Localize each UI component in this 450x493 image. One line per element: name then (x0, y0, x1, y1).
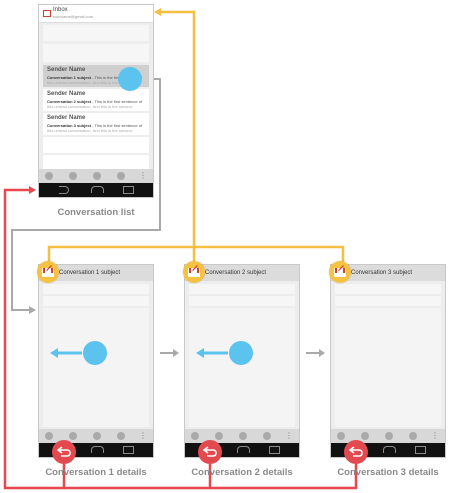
conversation-1-caption: Conversation 1 details (45, 467, 147, 478)
list-strip (43, 25, 149, 41)
overflow-menu-icon[interactable]: ⋮ (139, 171, 147, 180)
action-icon[interactable] (263, 432, 271, 440)
action-icon[interactable] (117, 172, 125, 180)
conversation-subject: Conversation 2 subject - This is the fir… (47, 99, 143, 104)
up-arrow-head (154, 8, 161, 16)
bottom-action-bar: ⋮ (331, 429, 445, 443)
back-icon[interactable] (344, 440, 368, 464)
bottom-action-bar: ⋮ (185, 429, 299, 443)
action-icon[interactable] (93, 172, 101, 180)
conversation-title-bar: Conversation 3 subject (331, 265, 445, 281)
touch-indicator (229, 341, 253, 365)
message-body (43, 308, 149, 427)
overflow-menu-icon[interactable]: ⋮ (285, 431, 293, 440)
recent-apps-icon[interactable] (123, 446, 134, 454)
conversation-preview: this unread conversation. And this is th… (47, 80, 133, 85)
conversation-preview: this unread conversation. And this is th… (47, 104, 133, 109)
action-icon[interactable] (69, 432, 77, 440)
back-icon[interactable] (59, 186, 69, 194)
recent-apps-icon[interactable] (269, 446, 280, 454)
action-icon[interactable] (191, 432, 199, 440)
action-icon[interactable] (45, 172, 53, 180)
home-icon[interactable] (91, 446, 104, 453)
gmail-up-icon[interactable] (37, 261, 59, 283)
up-navigation-line-main (158, 10, 196, 247)
recent-apps-icon[interactable] (415, 446, 426, 454)
overflow-menu-icon[interactable]: ⋮ (431, 431, 439, 440)
inbox-title: Inbox (53, 7, 68, 13)
message-header (335, 296, 441, 306)
open-conversation-arrow-head (29, 306, 36, 314)
back-icon[interactable] (198, 440, 222, 464)
list-strip (43, 44, 149, 62)
conversation-title: Conversation 1 subject (59, 270, 121, 276)
bottom-action-bar: ⋮ (39, 169, 153, 183)
message-header (335, 284, 441, 294)
action-icon[interactable] (215, 432, 223, 440)
sender-name: Sender Name (47, 115, 86, 121)
gmail-icon[interactable] (43, 10, 51, 17)
swipe-arrow-1-2-head (173, 349, 179, 357)
back-navigation-line (3, 188, 66, 490)
swipe-arrow-2-3-head (319, 349, 325, 357)
action-icon[interactable] (337, 432, 345, 440)
message-header (43, 284, 149, 294)
bottom-action-bar: ⋮ (39, 429, 153, 443)
message-header (189, 284, 295, 294)
conversation-title: Conversation 3 subject (351, 270, 413, 276)
list-item-empty (43, 137, 149, 153)
inbox-account: username@gmail.com (53, 14, 94, 19)
touch-indicator (83, 341, 107, 365)
back-icon[interactable] (52, 440, 76, 464)
conversation-list-caption: Conversation list (57, 207, 135, 218)
message-body (189, 308, 295, 427)
conversation-preview: this unread conversation. And this is th… (47, 128, 133, 133)
conversation-title-bar: Conversation 2 subject (185, 265, 299, 281)
action-icon[interactable] (93, 432, 101, 440)
conversation-subject: Conversation 3 subject - This is the fir… (47, 123, 143, 128)
back-arrow-head (29, 186, 36, 194)
action-icon[interactable] (409, 432, 417, 440)
conversation-title-bar: Conversation 1 subject (39, 265, 153, 281)
home-icon[interactable] (91, 186, 104, 193)
conversation-2-phone: Conversation 2 subject ⋮ (184, 264, 300, 458)
action-icon[interactable] (45, 432, 53, 440)
sender-name: Sender Name (47, 91, 86, 97)
swipe-left-arrow (196, 348, 228, 358)
touch-indicator (118, 67, 142, 91)
conversation-subject: Conversation 1 subject - This is the fir… (47, 75, 143, 80)
inbox-header: Inbox username@gmail.com (39, 5, 153, 23)
action-icon[interactable] (117, 432, 125, 440)
conversation-3-caption: Conversation 3 details (337, 467, 439, 478)
action-icon[interactable] (69, 172, 77, 180)
open-conversation-line (11, 78, 161, 311)
gmail-up-icon[interactable] (329, 261, 351, 283)
conversation-list-phone: Inbox username@gmail.com Sender Name Con… (38, 4, 154, 198)
system-nav-bar (39, 183, 153, 197)
recent-apps-icon[interactable] (123, 186, 134, 194)
action-icon[interactable] (385, 432, 393, 440)
gmail-up-icon[interactable] (183, 261, 205, 283)
action-icon[interactable] (361, 432, 369, 440)
conversation-3-phone: Conversation 3 subject ⋮ (330, 264, 446, 458)
conversation-2-caption: Conversation 2 details (191, 467, 293, 478)
home-icon[interactable] (237, 446, 250, 453)
swipe-left-arrow (50, 348, 82, 358)
message-header (189, 296, 295, 306)
list-item-empty (43, 155, 149, 171)
overflow-menu-icon[interactable]: ⋮ (139, 431, 147, 440)
sender-name: Sender Name (47, 67, 86, 73)
list-item[interactable]: Sender Name Conversation 3 subject - Thi… (43, 113, 149, 135)
back-navigation-line-3 (210, 464, 358, 490)
home-icon[interactable] (383, 446, 396, 453)
conversation-title: Conversation 2 subject (205, 270, 267, 276)
message-header (43, 296, 149, 306)
action-icon[interactable] (239, 432, 247, 440)
message-body (335, 308, 441, 427)
list-item[interactable]: Sender Name Conversation 2 subject - Thi… (43, 89, 149, 111)
